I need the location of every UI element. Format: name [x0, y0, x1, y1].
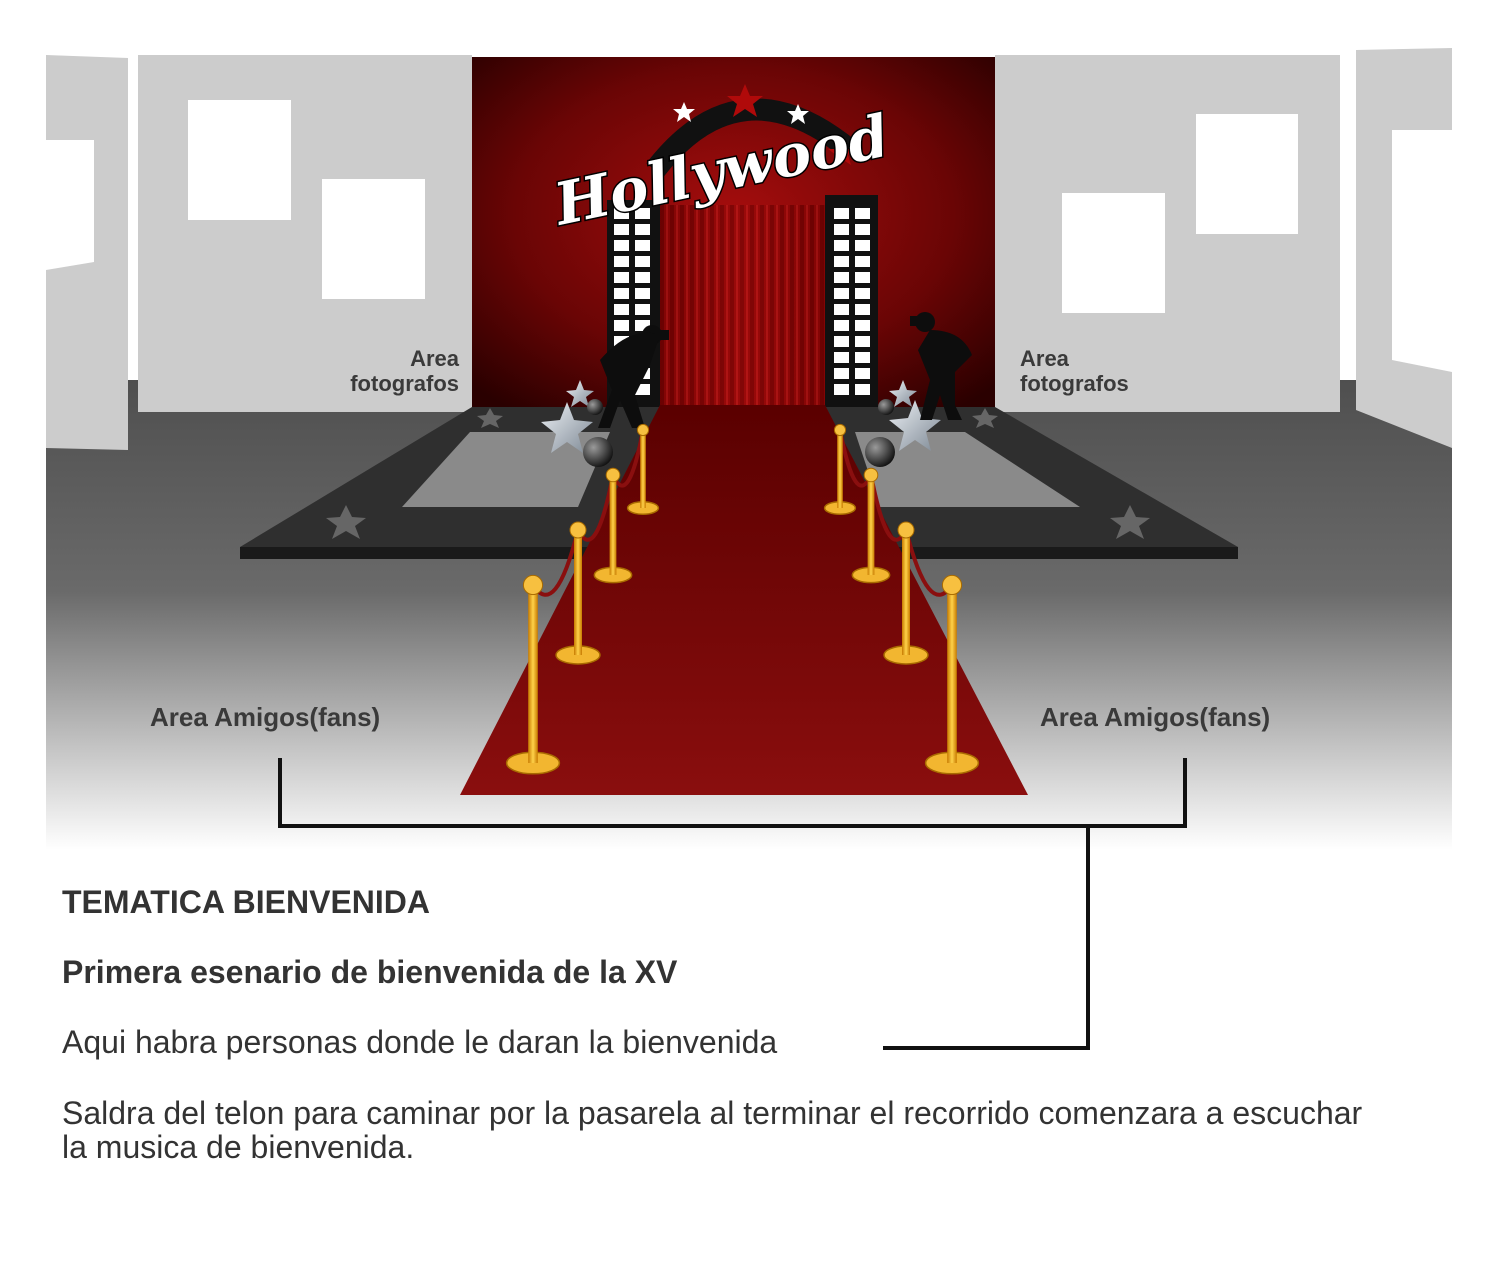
light-bulb	[834, 304, 849, 315]
light-column-right	[825, 195, 878, 412]
star-icon	[1110, 505, 1150, 539]
star-icon	[972, 408, 998, 428]
stanchion-knob	[941, 574, 963, 596]
section-subtitle: Primera esenario de bienvenida de la XV	[62, 954, 678, 990]
light-bulb	[614, 272, 629, 283]
light-bulb	[855, 336, 870, 347]
arch	[646, 84, 857, 177]
star-icon	[541, 402, 593, 453]
stanchion-knob	[605, 467, 621, 483]
light-bulb	[855, 224, 870, 235]
star-icon	[787, 104, 809, 124]
decor-ball	[878, 399, 894, 415]
stanchion-knob	[636, 423, 650, 437]
light-bulb	[834, 368, 849, 379]
stanchion-post	[574, 530, 582, 655]
light-bulb	[834, 272, 849, 283]
light-bulb	[834, 208, 849, 219]
section-title: TEMATICA BIENVENIDA	[62, 884, 430, 920]
label-photographers-left: Area fotografos	[338, 346, 459, 396]
decor-ball	[587, 399, 603, 415]
back-wall	[46, 48, 1452, 450]
star-icon	[727, 84, 763, 117]
light-bulb	[855, 272, 870, 283]
light-bulb	[855, 320, 870, 331]
photographer-silhouette-left	[598, 325, 669, 428]
light-bulb	[635, 256, 650, 267]
label-photographers-right: Area fotografos	[1020, 346, 1129, 396]
star-icon	[566, 380, 594, 407]
label-fans-left: Area Amigos(fans)	[150, 702, 381, 732]
light-bulb	[834, 240, 849, 251]
star-icon	[326, 505, 366, 539]
star-icon	[889, 380, 917, 407]
stanchion-post	[640, 430, 646, 508]
label-photographers-left-line1: Area	[410, 346, 459, 371]
red-carpet	[460, 405, 1028, 795]
light-bulb	[635, 240, 650, 251]
stanchion-post	[947, 585, 957, 763]
light-bulb	[834, 224, 849, 235]
light-bulb	[635, 304, 650, 315]
label-photographers-right-line1: Area	[1020, 346, 1069, 371]
stanchion-post	[867, 475, 875, 575]
stanchion-post	[837, 430, 843, 508]
light-bulb	[635, 320, 650, 331]
light-bulb	[614, 208, 629, 219]
star-icon	[828, 140, 856, 165]
light-bulb	[855, 352, 870, 363]
stanchion-post	[528, 585, 538, 763]
label-fans-right: Area Amigos(fans)	[1040, 702, 1271, 732]
star-icon	[889, 400, 941, 451]
light-bulb	[834, 256, 849, 267]
stanchion-knob	[833, 423, 847, 437]
label-photographers-left-line2: fotografos	[350, 371, 459, 396]
stanchion-knob	[569, 521, 587, 539]
paragraph-walkway: Saldra del telon para caminar por la pas…	[62, 1095, 1363, 1165]
star-icon	[477, 408, 503, 428]
decor-ball	[865, 437, 895, 467]
light-bulb	[834, 384, 849, 395]
label-photographers-right-line2: fotografos	[1020, 371, 1129, 396]
light-bulb	[855, 384, 870, 395]
bracket-connector	[278, 758, 1187, 1050]
decor-ball	[583, 437, 613, 467]
light-bulb	[855, 304, 870, 315]
light-bulb	[855, 368, 870, 379]
light-bulb	[834, 320, 849, 331]
light-bulb	[614, 304, 629, 315]
light-bulb	[855, 240, 870, 251]
light-bulb	[834, 352, 849, 363]
paragraph-welcome-people: Aqui habra personas donde le daran la bi…	[62, 1024, 778, 1060]
stanchions	[505, 423, 980, 775]
light-bulb	[834, 288, 849, 299]
stanchion-knob	[897, 521, 915, 539]
stanchion-knob	[863, 467, 879, 483]
stanchion-post	[609, 475, 617, 575]
light-bulb	[614, 256, 629, 267]
light-bulb	[834, 336, 849, 347]
light-bulb	[635, 288, 650, 299]
light-bulb	[635, 208, 650, 219]
decor-stars	[541, 380, 941, 467]
light-bulb	[614, 240, 629, 251]
light-bulb	[855, 208, 870, 219]
light-bulb	[855, 256, 870, 267]
light-bulb	[635, 224, 650, 235]
stanchion-post	[902, 530, 910, 655]
light-bulb	[635, 272, 650, 283]
light-bulb	[614, 288, 629, 299]
light-bulb	[635, 384, 650, 395]
star-icon	[673, 102, 695, 122]
light-bulb	[614, 320, 629, 331]
light-bulb	[614, 224, 629, 235]
photographer-silhouette-right	[910, 312, 972, 420]
light-bulb	[855, 288, 870, 299]
stanchion-knob	[522, 574, 544, 596]
